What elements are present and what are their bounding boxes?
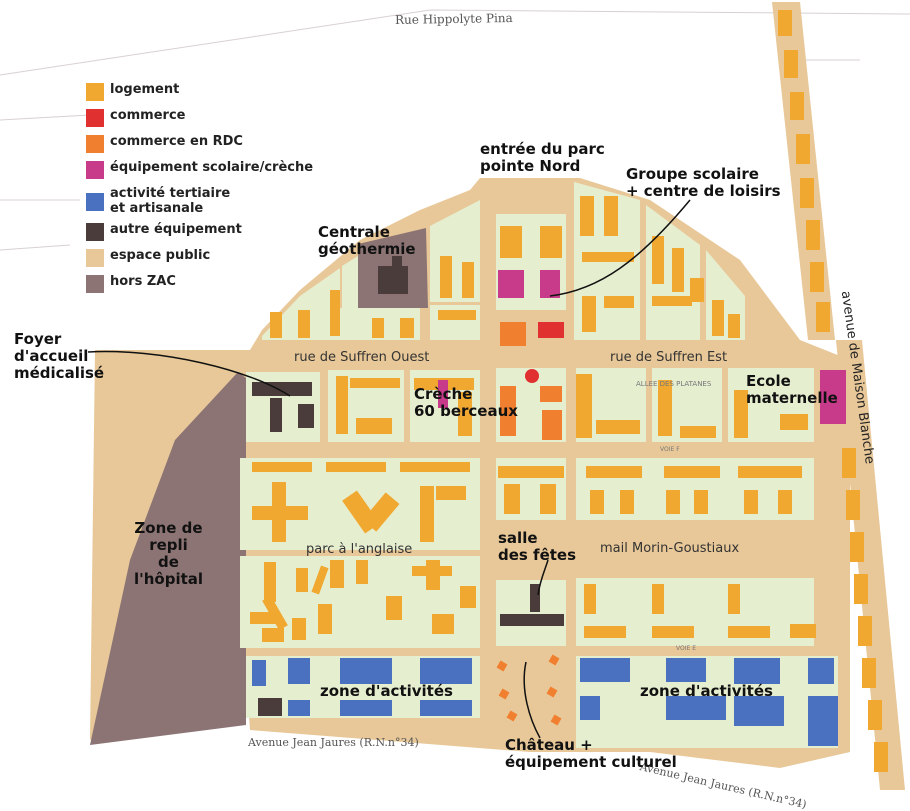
logement-figures [262,490,400,631]
legend-label: commerce [110,108,186,123]
label-activites-west: zone d'activités [320,682,453,700]
legend-swatch [86,223,104,241]
street-platanes: ALLEE DES PLATANES [636,380,712,388]
street-voie-f: VOIE F [660,446,680,453]
label-entree-parc: entrée du parc pointe Nord [480,140,605,175]
legend-label: espace public [110,248,211,263]
commerce-buildings [500,322,564,440]
legend-swatch [86,109,104,127]
legend-label: commerce en RDC [110,134,243,149]
street-parc: parc à l'anglaise [306,542,413,557]
autre-buildings [252,256,564,716]
legend-label: équipement scolaire/crèche [110,160,314,175]
legend-swatch [86,83,104,101]
legend-swatch [86,193,104,211]
label-groupe-scolaire: Groupe scolaire + centre de loisirs [626,165,781,200]
legend-item-autre: autre équipement [86,220,326,246]
legend-swatch [86,275,104,293]
legend-swatch [86,249,104,267]
legend-item-espace-public: espace public [86,246,326,272]
label-centrale: Centrale géothermie [318,223,416,258]
label-salle-fetes: salle des fêtes [498,529,577,564]
legend: logement commerce commerce en RDC équipe… [86,80,326,298]
legend-label: autre équipement [110,222,242,237]
label-activites-east: zone d'activités [640,682,773,700]
legend-swatch [86,135,104,153]
scolaire-buildings [438,270,846,424]
legend-item-commerce-rdc: commerce en RDC [86,132,326,158]
legend-item-tertiaire: activité tertiaire et artisanale [86,184,326,220]
legend-label: logement [110,82,180,97]
street-suffren-ouest: rue de Suffren Ouest [294,350,430,365]
legend-swatch [86,161,104,179]
legend-item-hors-zac: hors ZAC [86,272,326,298]
leader-lines [87,199,691,739]
label-ecole: Ecole maternelle [746,372,838,407]
road-north-label: Rue Hippolyte Pina [394,10,513,28]
tertiaire-buildings [252,658,838,746]
street-voie-e: VOIE E [676,645,696,652]
chateau-pavilions [496,654,562,726]
label-creche: Crèche 60 berceaux [414,385,518,420]
street-suffren-est: rue de Suffren Est [610,350,728,365]
legend-label: hors ZAC [110,274,176,289]
zone-repli-hopital [90,372,246,745]
legend-item-logement: logement [86,80,326,106]
legend-item-scolaire: équipement scolaire/crèche [86,158,326,184]
cadastre-lines [0,9,910,251]
legend-label: activité tertiaire et artisanale [110,186,231,216]
label-foyer: Foyer d'accueil médicalisé [14,330,105,382]
label-chateau: Château + équipement culturel [505,736,677,771]
road-south-left-label: Avenue Jean Jaures (R.N.n°34) [248,736,419,749]
street-mail: mail Morin-Goustiaux [600,541,740,556]
legend-item-commerce: commerce [86,106,326,132]
logement-buildings [250,10,888,772]
label-repli-hopital: Zone de repli de l'hôpital [134,519,204,588]
